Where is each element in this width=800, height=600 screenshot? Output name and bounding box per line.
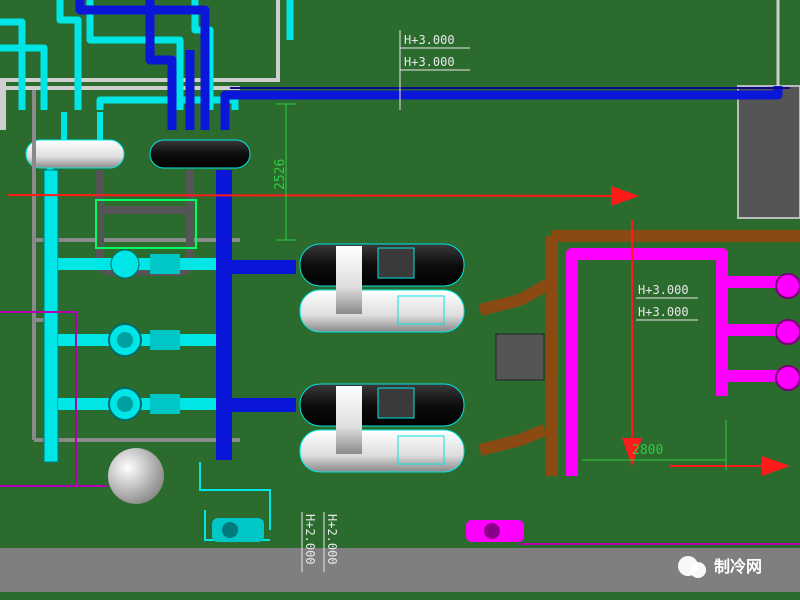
magenta-pump: [466, 520, 524, 542]
dimension-vertical-text: 2526: [273, 159, 288, 190]
top-elevation-label-1: H+3.000: [404, 33, 455, 47]
floor-slab: [0, 548, 800, 592]
chilled-pump-row-3: [58, 387, 218, 421]
flow-arrow-top: [7, 185, 639, 206]
dimension-vertical: [276, 103, 296, 241]
chilled-supply-main: [216, 170, 232, 460]
bypass-loop-highlight: [95, 199, 197, 249]
building-wall-outline: [0, 0, 280, 90]
chilled-pump-row-1: [58, 249, 218, 279]
collector-black: [149, 139, 251, 169]
watermark: 制冷网: [678, 556, 762, 578]
left-vertical-header: [43, 169, 59, 463]
boundary-line-left: [0, 311, 77, 486]
support-frames: [32, 90, 240, 442]
right-elevation-label-2: H+3.000: [638, 305, 689, 319]
top-elevation-label-2: H+3.000: [404, 55, 455, 69]
bottom-elevation-tag: H+2.000 H+2.000: [301, 512, 339, 572]
chilled-pump-row-2: [58, 323, 218, 357]
chilled-water-branches-top: [0, 0, 294, 110]
right-elevation-tag: H+3.000 H+3.000: [636, 283, 698, 321]
makeup-pump: [212, 518, 264, 542]
chilled-water-supply-top: [75, 0, 783, 130]
condenser-return-pipe: [478, 230, 800, 476]
bottom-elevation-label-2: H+2.000: [325, 514, 339, 565]
condenser-pumps: [775, 273, 800, 391]
chilled-supply-branch-1: [216, 260, 296, 274]
control-panel: [495, 333, 545, 381]
right-room-outline: [737, 0, 800, 219]
chiller-2: [299, 383, 465, 473]
top-elevation-tag: H+3.000 H+3.000: [399, 30, 470, 110]
boundary-line: [0, 485, 800, 545]
watermark-text: 制冷网: [714, 557, 762, 576]
chiller-1: [299, 243, 465, 333]
dimension-horizontal: [582, 420, 727, 470]
chilled-supply-branch-2: [216, 398, 296, 412]
right-elevation-label-1: H+3.000: [638, 283, 689, 297]
bottom-elevation-label-1: H+2.000: [303, 514, 317, 565]
expansion-tank: [108, 448, 164, 504]
dimension-horizontal-text: 2800: [632, 443, 663, 458]
distributor-white: [25, 139, 125, 169]
left-wall-block: [0, 80, 6, 130]
